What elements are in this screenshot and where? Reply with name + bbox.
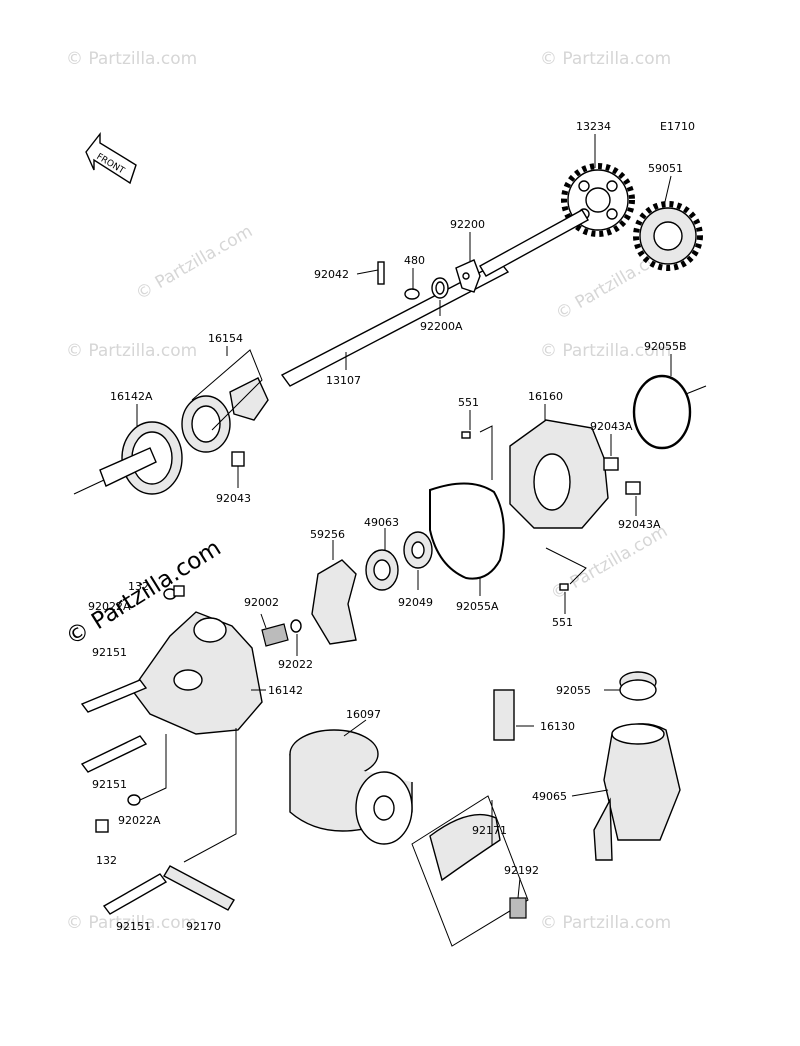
leader-lines (136, 134, 672, 899)
part-label: 132 (128, 580, 149, 593)
watermark: © Partzilla.com (548, 521, 672, 604)
part-label: 16130 (540, 720, 575, 733)
watermark: © Partzilla.com (133, 221, 257, 304)
part-label: 92055A (456, 600, 499, 613)
part-label: 16154 (208, 332, 243, 345)
part-label: 49063 (364, 516, 399, 529)
part-label: 92002 (244, 596, 279, 609)
part-label: 92151 (92, 646, 127, 659)
part-label: 16142 (268, 684, 303, 697)
part-label: 59256 (310, 528, 345, 541)
part-label: 92022A (88, 600, 131, 613)
part-labels: 13234 59051 92200 92042 480 92200A 16154… (88, 120, 687, 933)
watermark: © Partzilla.com (540, 913, 671, 933)
part-label: 92170 (186, 920, 221, 933)
gear-59051-icon (633, 201, 703, 271)
oil-pressure-parts (493, 671, 681, 861)
watermark: © Partzilla.com (66, 49, 197, 69)
filter-bracket-assembly (411, 795, 529, 947)
watermark: © Partzilla.com (66, 913, 197, 933)
part-label: 92200 (450, 218, 485, 231)
part-label: 16097 (346, 708, 381, 721)
watermark: © Partzilla.com (540, 341, 671, 361)
diagram-code: E1710 (660, 120, 695, 133)
water-pump-housing-assembly (80, 585, 263, 915)
part-label: 551 (552, 616, 573, 629)
part-label: 59051 (648, 162, 683, 175)
pump-rotor-assembly (73, 349, 269, 495)
part-label: 132 (96, 854, 117, 867)
part-label: 49065 (532, 790, 567, 803)
water-pump-impeller-assembly (261, 482, 505, 647)
part-label: 92022A (118, 814, 161, 827)
oil-pump-shaft-assembly (280, 163, 703, 387)
part-label: 551 (458, 396, 479, 409)
part-label: 92151 (92, 778, 127, 791)
front-arrow-icon: FRONT (85, 131, 137, 185)
watermark: © Partzilla.com (66, 341, 197, 361)
part-label: 92049 (398, 596, 433, 609)
part-label: 480 (404, 254, 425, 267)
part-label: 92171 (472, 824, 507, 837)
part-label: 92043A (590, 420, 633, 433)
part-label: 92151 (116, 920, 151, 933)
oil-filter-icon (289, 729, 413, 845)
pump-cover-assembly (461, 374, 707, 591)
part-label: 92043A (618, 518, 661, 531)
part-label: 16160 (528, 390, 563, 403)
watermark: © Partzilla.com (540, 49, 671, 69)
part-label: 92055 (556, 684, 591, 697)
part-label: 92055B (644, 340, 687, 353)
part-label: 92200A (420, 320, 463, 333)
part-label: 13234 (576, 120, 611, 133)
part-label: 92042 (314, 268, 349, 281)
part-label: 92043 (216, 492, 251, 505)
part-label: 92022 (278, 658, 313, 671)
part-label: 16142A (110, 390, 153, 403)
part-label: 92192 (504, 864, 539, 877)
part-label: 13107 (326, 374, 361, 387)
